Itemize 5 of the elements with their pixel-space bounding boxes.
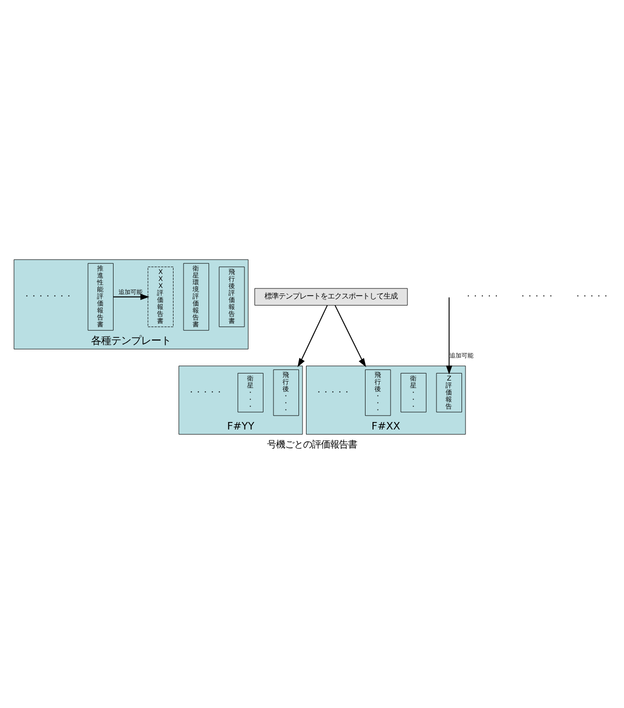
arrow [446, 296, 452, 374]
caption: 号機ごとの評価報告書 [267, 439, 357, 450]
arrow [298, 304, 328, 368]
arrow [112, 294, 150, 300]
arrow [334, 304, 366, 368]
